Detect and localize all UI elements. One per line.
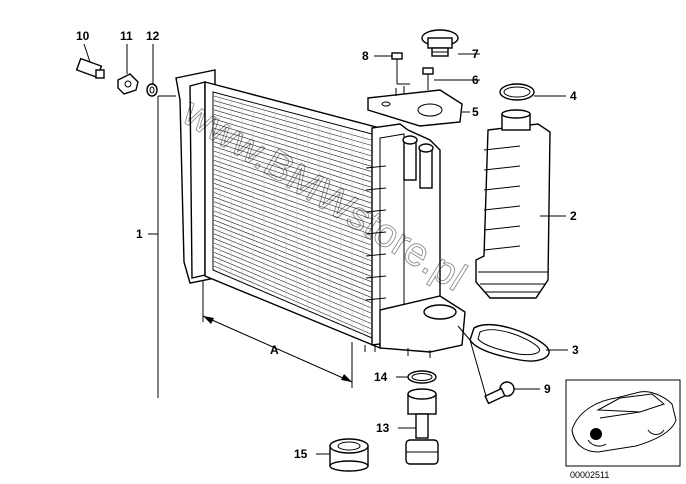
radiator-fin bbox=[213, 192, 372, 251]
radiator-fin bbox=[213, 265, 372, 335]
radiator-fin bbox=[213, 109, 372, 157]
radiator-fin bbox=[213, 164, 372, 219]
radiator-fin bbox=[213, 95, 372, 141]
drain-plug-9[interactable] bbox=[484, 381, 515, 405]
radiator-fin bbox=[213, 141, 372, 193]
callout-14: 14 bbox=[374, 370, 388, 384]
callout-7: 7 bbox=[472, 47, 479, 61]
radiator-fin bbox=[213, 137, 372, 188]
radiator-fin bbox=[213, 261, 372, 330]
callout-8: 8 bbox=[362, 49, 369, 63]
callout-2: 2 bbox=[570, 209, 577, 223]
plug-11[interactable] bbox=[117, 73, 139, 95]
callout-9: 9 bbox=[544, 382, 551, 396]
leader-lines bbox=[83, 43, 568, 455]
washer-12[interactable] bbox=[146, 83, 158, 97]
radiator-fin bbox=[213, 104, 372, 151]
drain-valve-13[interactable] bbox=[405, 388, 439, 465]
radiator-fin bbox=[213, 127, 372, 177]
car-outline bbox=[571, 391, 677, 453]
bracket-5[interactable] bbox=[367, 86, 463, 127]
radiator-fin bbox=[213, 183, 372, 240]
radiator[interactable] bbox=[175, 69, 466, 358]
callout-13: 13 bbox=[376, 421, 390, 435]
radiator-fin bbox=[213, 238, 372, 303]
radiator-fin bbox=[213, 169, 372, 225]
screw-6[interactable] bbox=[422, 67, 434, 90]
callout-3: 3 bbox=[572, 343, 579, 357]
radiator-fin bbox=[213, 123, 372, 172]
radiator-fin bbox=[213, 160, 372, 214]
radiator-fin bbox=[213, 228, 372, 293]
radiator-fin bbox=[213, 150, 372, 204]
radiator-fin bbox=[213, 100, 372, 146]
radiator-fin bbox=[213, 187, 372, 246]
callout-10: 10 bbox=[76, 29, 90, 43]
radiator-fin bbox=[213, 233, 372, 298]
radiator-fin bbox=[213, 242, 372, 309]
radiator-fin bbox=[213, 224, 372, 288]
radiator-fin bbox=[213, 205, 372, 267]
filler-cap-7[interactable] bbox=[421, 29, 459, 57]
screw-8[interactable] bbox=[391, 52, 403, 68]
dimension-a-label: A bbox=[270, 343, 279, 357]
radiator-fin bbox=[213, 251, 372, 319]
radiator-fin bbox=[213, 201, 372, 261]
radiator-fin bbox=[213, 173, 372, 230]
o-ring-4[interactable] bbox=[499, 83, 535, 101]
radiator-fin bbox=[213, 247, 372, 314]
cap-15[interactable] bbox=[329, 438, 369, 472]
radiator-fin bbox=[213, 215, 372, 277]
radiator-fin bbox=[213, 114, 372, 162]
radiator-fin bbox=[213, 196, 372, 256]
radiator-fin bbox=[213, 118, 372, 167]
gasket-3[interactable] bbox=[469, 323, 550, 362]
location-marker bbox=[590, 428, 602, 440]
radiator-fin bbox=[213, 155, 372, 209]
callout-11: 11 bbox=[120, 29, 133, 43]
callout-1: 1 bbox=[136, 227, 143, 241]
radiator-fin bbox=[213, 132, 372, 183]
radiator-fin bbox=[213, 146, 372, 198]
callout-6: 6 bbox=[472, 73, 479, 87]
expansion-tank[interactable] bbox=[475, 109, 551, 299]
dimension-a: A bbox=[202, 280, 353, 388]
car-location-inset: 00002511 bbox=[565, 379, 681, 480]
radiator-fins bbox=[213, 95, 372, 335]
radiator-fin bbox=[213, 210, 372, 272]
radiator-fin bbox=[213, 256, 372, 324]
callout-12: 12 bbox=[146, 29, 160, 43]
callouts: 10 11 12 1 8 7 6 4 5 2 3 9 14 13 15 bbox=[76, 29, 579, 461]
temperature-sensor-10[interactable] bbox=[75, 57, 105, 79]
radiator-fin bbox=[213, 219, 372, 282]
callout-4: 4 bbox=[570, 89, 577, 103]
radiator-fin bbox=[213, 178, 372, 235]
diagram-number: 00002511 bbox=[570, 470, 609, 480]
callout-15: 15 bbox=[294, 447, 308, 461]
callout-5: 5 bbox=[472, 105, 479, 119]
